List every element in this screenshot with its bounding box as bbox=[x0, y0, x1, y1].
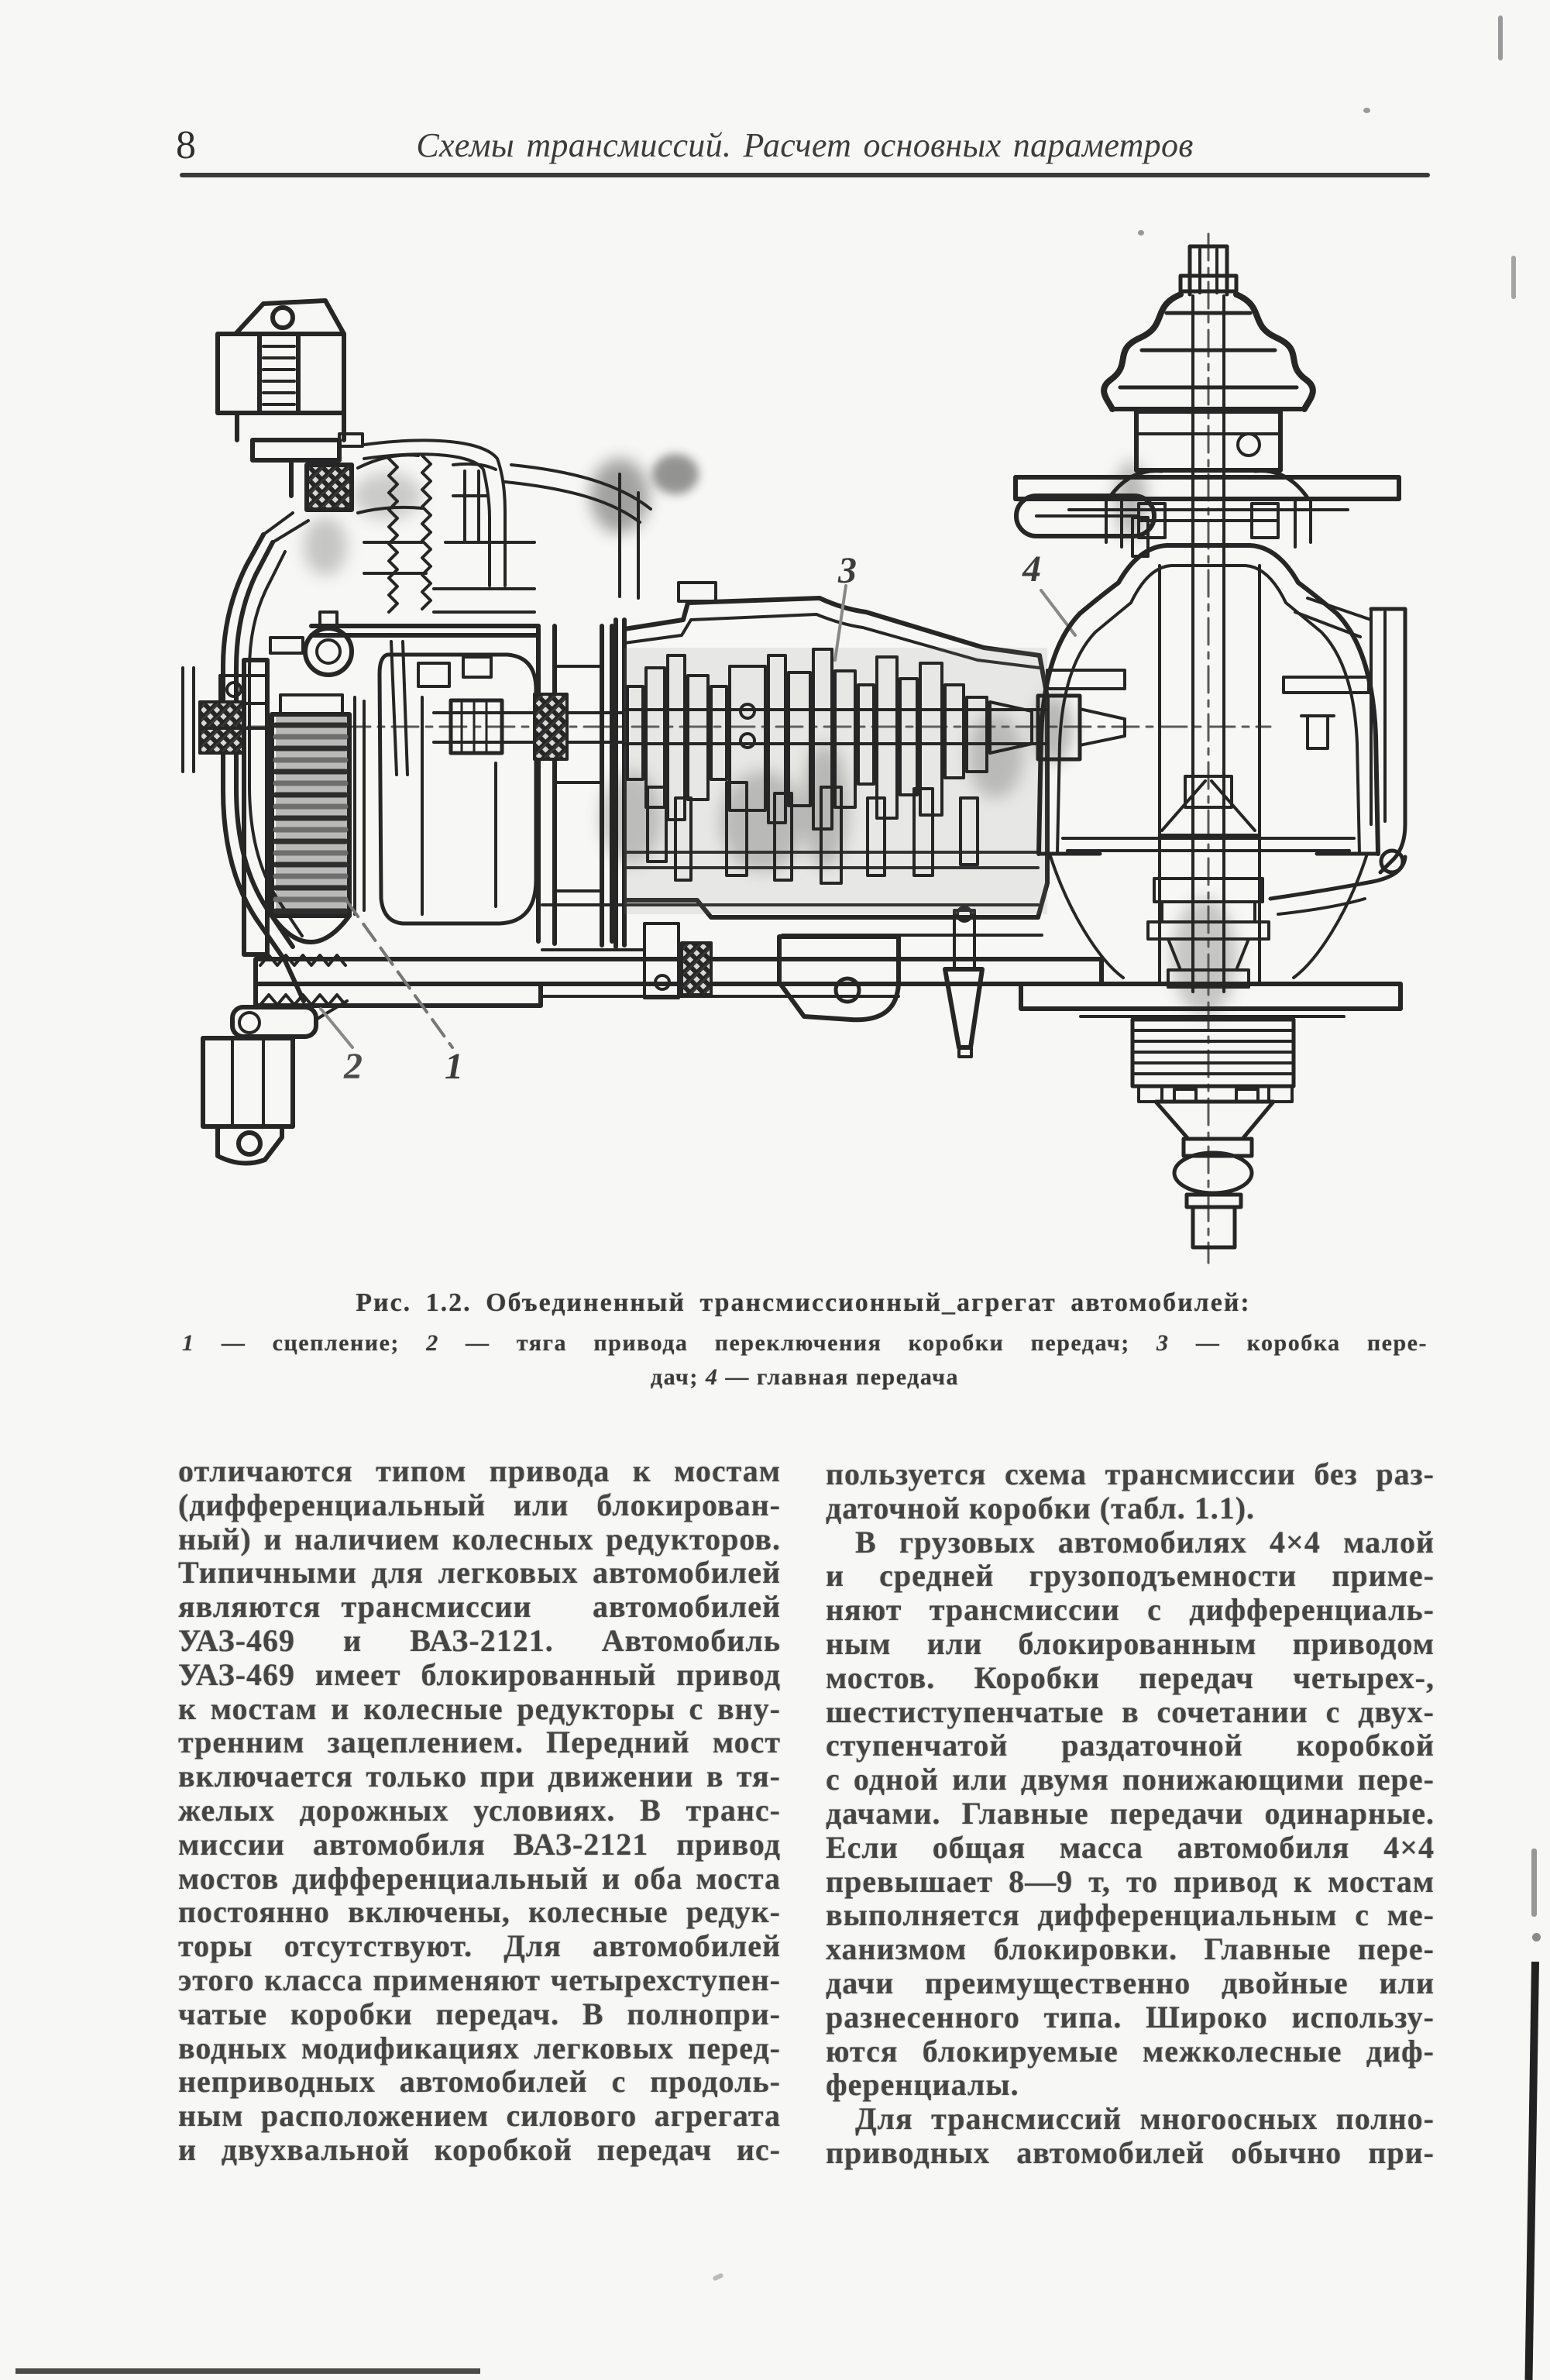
svg-text:1: 1 bbox=[445, 1046, 463, 1087]
svg-text:3: 3 bbox=[837, 550, 857, 591]
svg-text:2: 2 bbox=[343, 1046, 363, 1087]
svg-text:4: 4 bbox=[1022, 549, 1041, 590]
